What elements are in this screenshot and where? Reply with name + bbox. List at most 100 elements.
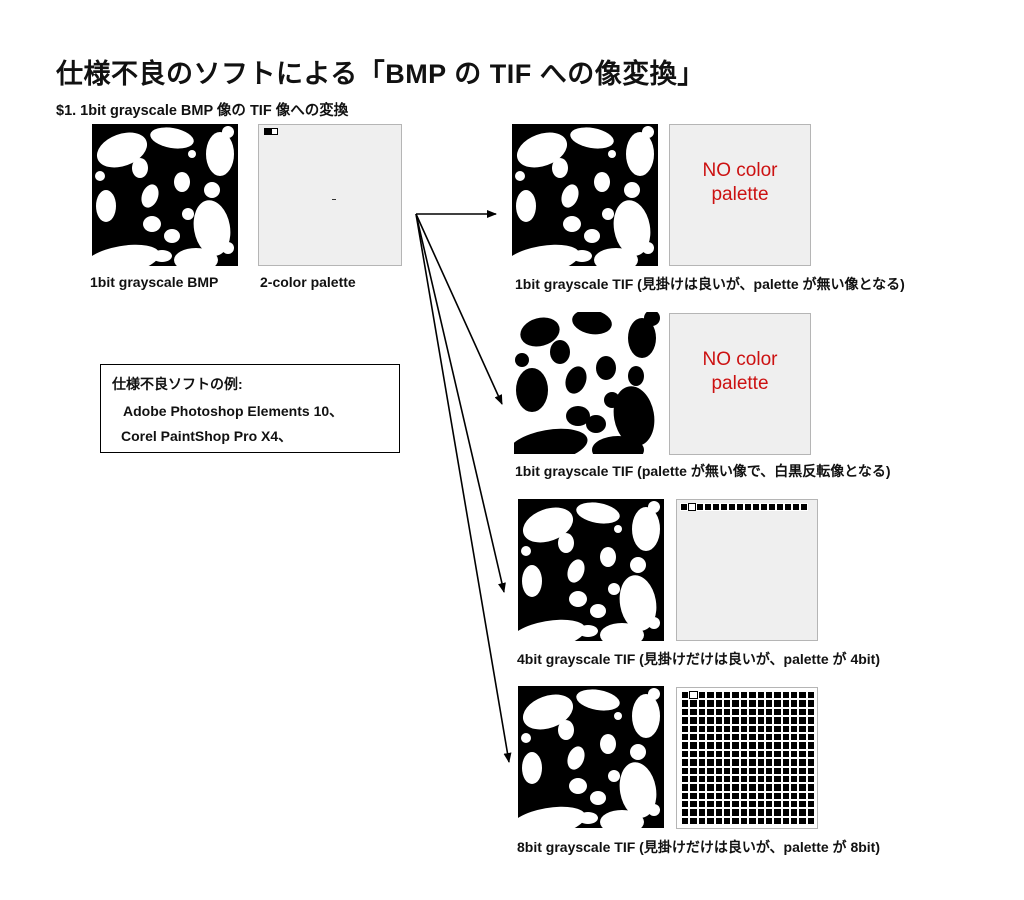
- palette-swatch: [781, 741, 791, 750]
- palette-swatch: [722, 816, 732, 826]
- palette-swatch: [798, 749, 807, 759]
- blob-shape: [642, 242, 654, 254]
- blob-shape: [592, 436, 644, 454]
- blob-shape: [521, 733, 531, 743]
- no-palette-text: palette: [711, 184, 769, 205]
- blob-shape: [565, 366, 587, 394]
- blob-shape: [602, 208, 614, 220]
- tif-8bit-image: [518, 686, 664, 828]
- blob-shape: [515, 171, 525, 181]
- palette-swatch: [798, 732, 807, 742]
- blob-shape: [594, 248, 638, 266]
- palette-swatch: [781, 758, 791, 767]
- blob-shape: [567, 746, 585, 770]
- blob-shape: [561, 184, 579, 208]
- blob-shape: [594, 172, 610, 192]
- palette-swatch: [739, 816, 749, 826]
- palette-swatch: [731, 783, 740, 792]
- palette-swatch: [714, 732, 723, 742]
- palette-swatch: [781, 800, 791, 809]
- palette-swatch: [748, 691, 757, 700]
- blob-shape: [520, 317, 560, 347]
- palette-swatch: [748, 749, 757, 759]
- blob-shape: [648, 804, 660, 816]
- palette-swatch: [768, 503, 776, 511]
- palette-swatch: [722, 758, 732, 767]
- blob-shape: [630, 744, 646, 760]
- blob-shape: [569, 778, 587, 794]
- palette-swatch: [689, 707, 698, 717]
- blob-shape: [628, 318, 656, 358]
- tif-8bit-caption: 8bit grayscale TIF (見掛けだけは良いが、palette が …: [517, 839, 880, 855]
- blob-shape: [576, 502, 620, 524]
- section-heading: $1. 1bit grayscale BMP 像の TIF 像への変換: [56, 103, 349, 119]
- blob-shape: [648, 501, 660, 513]
- palette-swatch: [714, 791, 723, 801]
- palette-swatch: [681, 707, 690, 717]
- no-palette-box: NO color palette: [669, 313, 811, 455]
- palette-swatch: [706, 707, 715, 717]
- palette-swatch: [714, 741, 723, 750]
- palette-swatch: [764, 724, 774, 733]
- palette-swatch: [731, 758, 740, 767]
- palette-swatch: [773, 707, 782, 717]
- palette-swatch: [681, 724, 690, 733]
- palette-swatch: [764, 774, 774, 784]
- palette-swatch: [790, 699, 799, 708]
- palette-swatch: [688, 503, 696, 511]
- blob-shape: [604, 392, 620, 408]
- palette-swatch: [748, 732, 757, 742]
- palette-swatch: [706, 774, 715, 784]
- palette-swatch: [744, 503, 752, 511]
- palette-swatch: [756, 724, 765, 733]
- palette-swatch: [781, 732, 791, 742]
- palette-swatch: [722, 774, 732, 784]
- palette-swatch: [697, 732, 707, 742]
- blob-shape: [632, 507, 660, 551]
- palette-swatch: [756, 816, 765, 826]
- palette-swatch: [722, 691, 732, 700]
- palette-swatch: [781, 691, 791, 700]
- blob-shape: [567, 559, 585, 583]
- tif-4bit-image: [518, 499, 664, 641]
- palette-swatch: [790, 741, 799, 750]
- palette-swatch: [689, 699, 698, 708]
- palette-swatch: [756, 774, 765, 784]
- palette-swatch: [776, 503, 784, 511]
- no-palette-text: palette: [711, 373, 769, 394]
- palette-swatch: [739, 724, 749, 733]
- blob-shape: [152, 250, 172, 262]
- blob-shape: [632, 694, 660, 738]
- palette-swatch: [798, 808, 807, 817]
- palette-swatch: [731, 716, 740, 725]
- blob-shape: [174, 172, 190, 192]
- arrow-to-8bit-tif: [415, 213, 512, 763]
- palette-swatch: [697, 758, 707, 767]
- blob-shape: [648, 688, 660, 700]
- blob-shape: [572, 312, 612, 335]
- palette-swatch: [748, 816, 757, 826]
- palette-swatch: [722, 783, 732, 792]
- palette-swatch-black: [264, 128, 271, 135]
- palette-swatch: [706, 749, 715, 759]
- palette-swatch: [798, 724, 807, 733]
- blob-shape: [516, 190, 536, 222]
- palette-swatch: [773, 816, 782, 826]
- palette-swatch: [764, 808, 774, 817]
- tif-1bit-image: [512, 124, 658, 266]
- palette-swatch: [696, 503, 704, 511]
- blob-shape: [600, 547, 616, 567]
- palette-swatch: [714, 783, 723, 792]
- palette-swatch: [697, 808, 707, 817]
- palette-swatch: [697, 783, 707, 792]
- palette-swatch: [773, 732, 782, 742]
- blob-shape: [95, 171, 105, 181]
- palette-swatch: [764, 791, 774, 801]
- palette-swatch: [722, 741, 732, 750]
- palette-swatch: [714, 749, 723, 759]
- palette-8bit: [676, 687, 818, 829]
- palette-swatch: [781, 783, 791, 792]
- palette-swatch: [697, 691, 707, 700]
- palette-swatch: [714, 691, 723, 700]
- palette-swatch: [764, 766, 774, 775]
